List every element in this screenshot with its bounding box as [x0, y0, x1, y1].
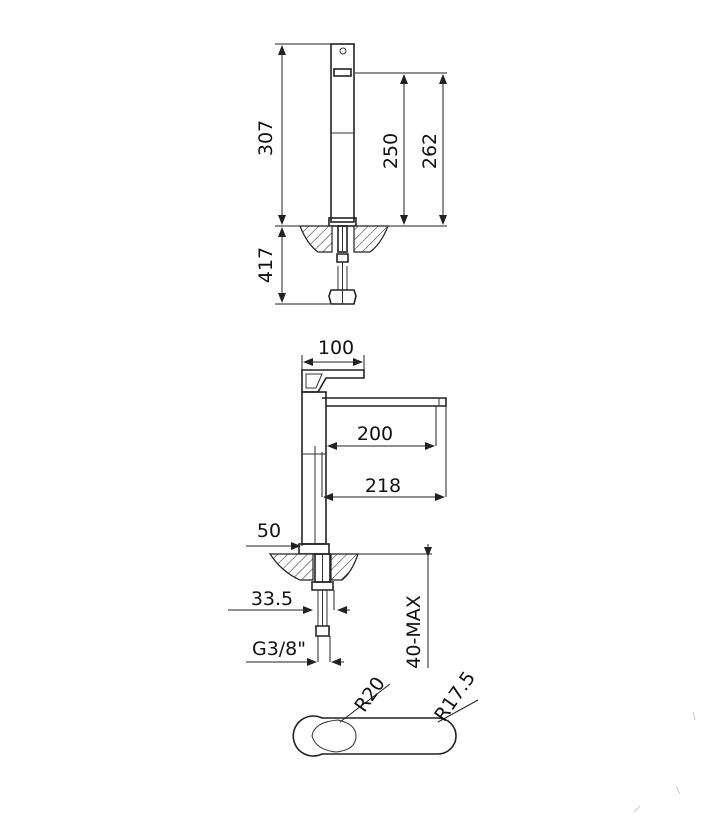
dim-label-33-5: 33.5	[251, 588, 293, 610]
scan-artifacts	[633, 711, 696, 813]
front-deck-left	[299, 225, 333, 253]
front-handle-slot	[333, 68, 352, 77]
dim-label-40-max: 40-MAX	[403, 595, 425, 668]
front-view: 307 417 250 262	[255, 43, 447, 305]
side-handle-lever	[301, 369, 365, 393]
dim-label-307: 307	[255, 120, 277, 156]
plan-handle	[311, 719, 357, 753]
dim-label-250: 250	[380, 133, 402, 169]
side-deck-left	[268, 553, 314, 581]
front-nut	[336, 253, 349, 263]
front-deck-right	[353, 225, 389, 253]
side-view: 100 200 218 50 33.5 G3/8" 40-MAX	[228, 337, 447, 669]
plan-view: R20 R17.5	[292, 668, 480, 757]
dim-label-200: 200	[357, 423, 393, 445]
side-nut	[311, 581, 334, 591]
dim-label-417: 417	[255, 247, 277, 283]
dim-label-50: 50	[257, 520, 281, 542]
leader-r20	[339, 683, 391, 723]
side-hose-fitting	[315, 625, 330, 637]
side-base-ring	[298, 543, 330, 555]
dim-label-100: 100	[318, 337, 354, 359]
front-top-hole	[339, 47, 347, 55]
leader-r17-5	[437, 699, 479, 723]
plan-outline	[292, 715, 457, 757]
dim-label-262: 262	[419, 133, 441, 169]
dim-label-thread: G3/8"	[252, 638, 306, 660]
side-deck-right	[330, 553, 359, 581]
dim-label-r17-5: R17.5	[430, 668, 480, 726]
dim-label-218: 218	[365, 475, 401, 497]
side-spout	[322, 397, 447, 407]
front-hose-fittings	[328, 289, 357, 305]
